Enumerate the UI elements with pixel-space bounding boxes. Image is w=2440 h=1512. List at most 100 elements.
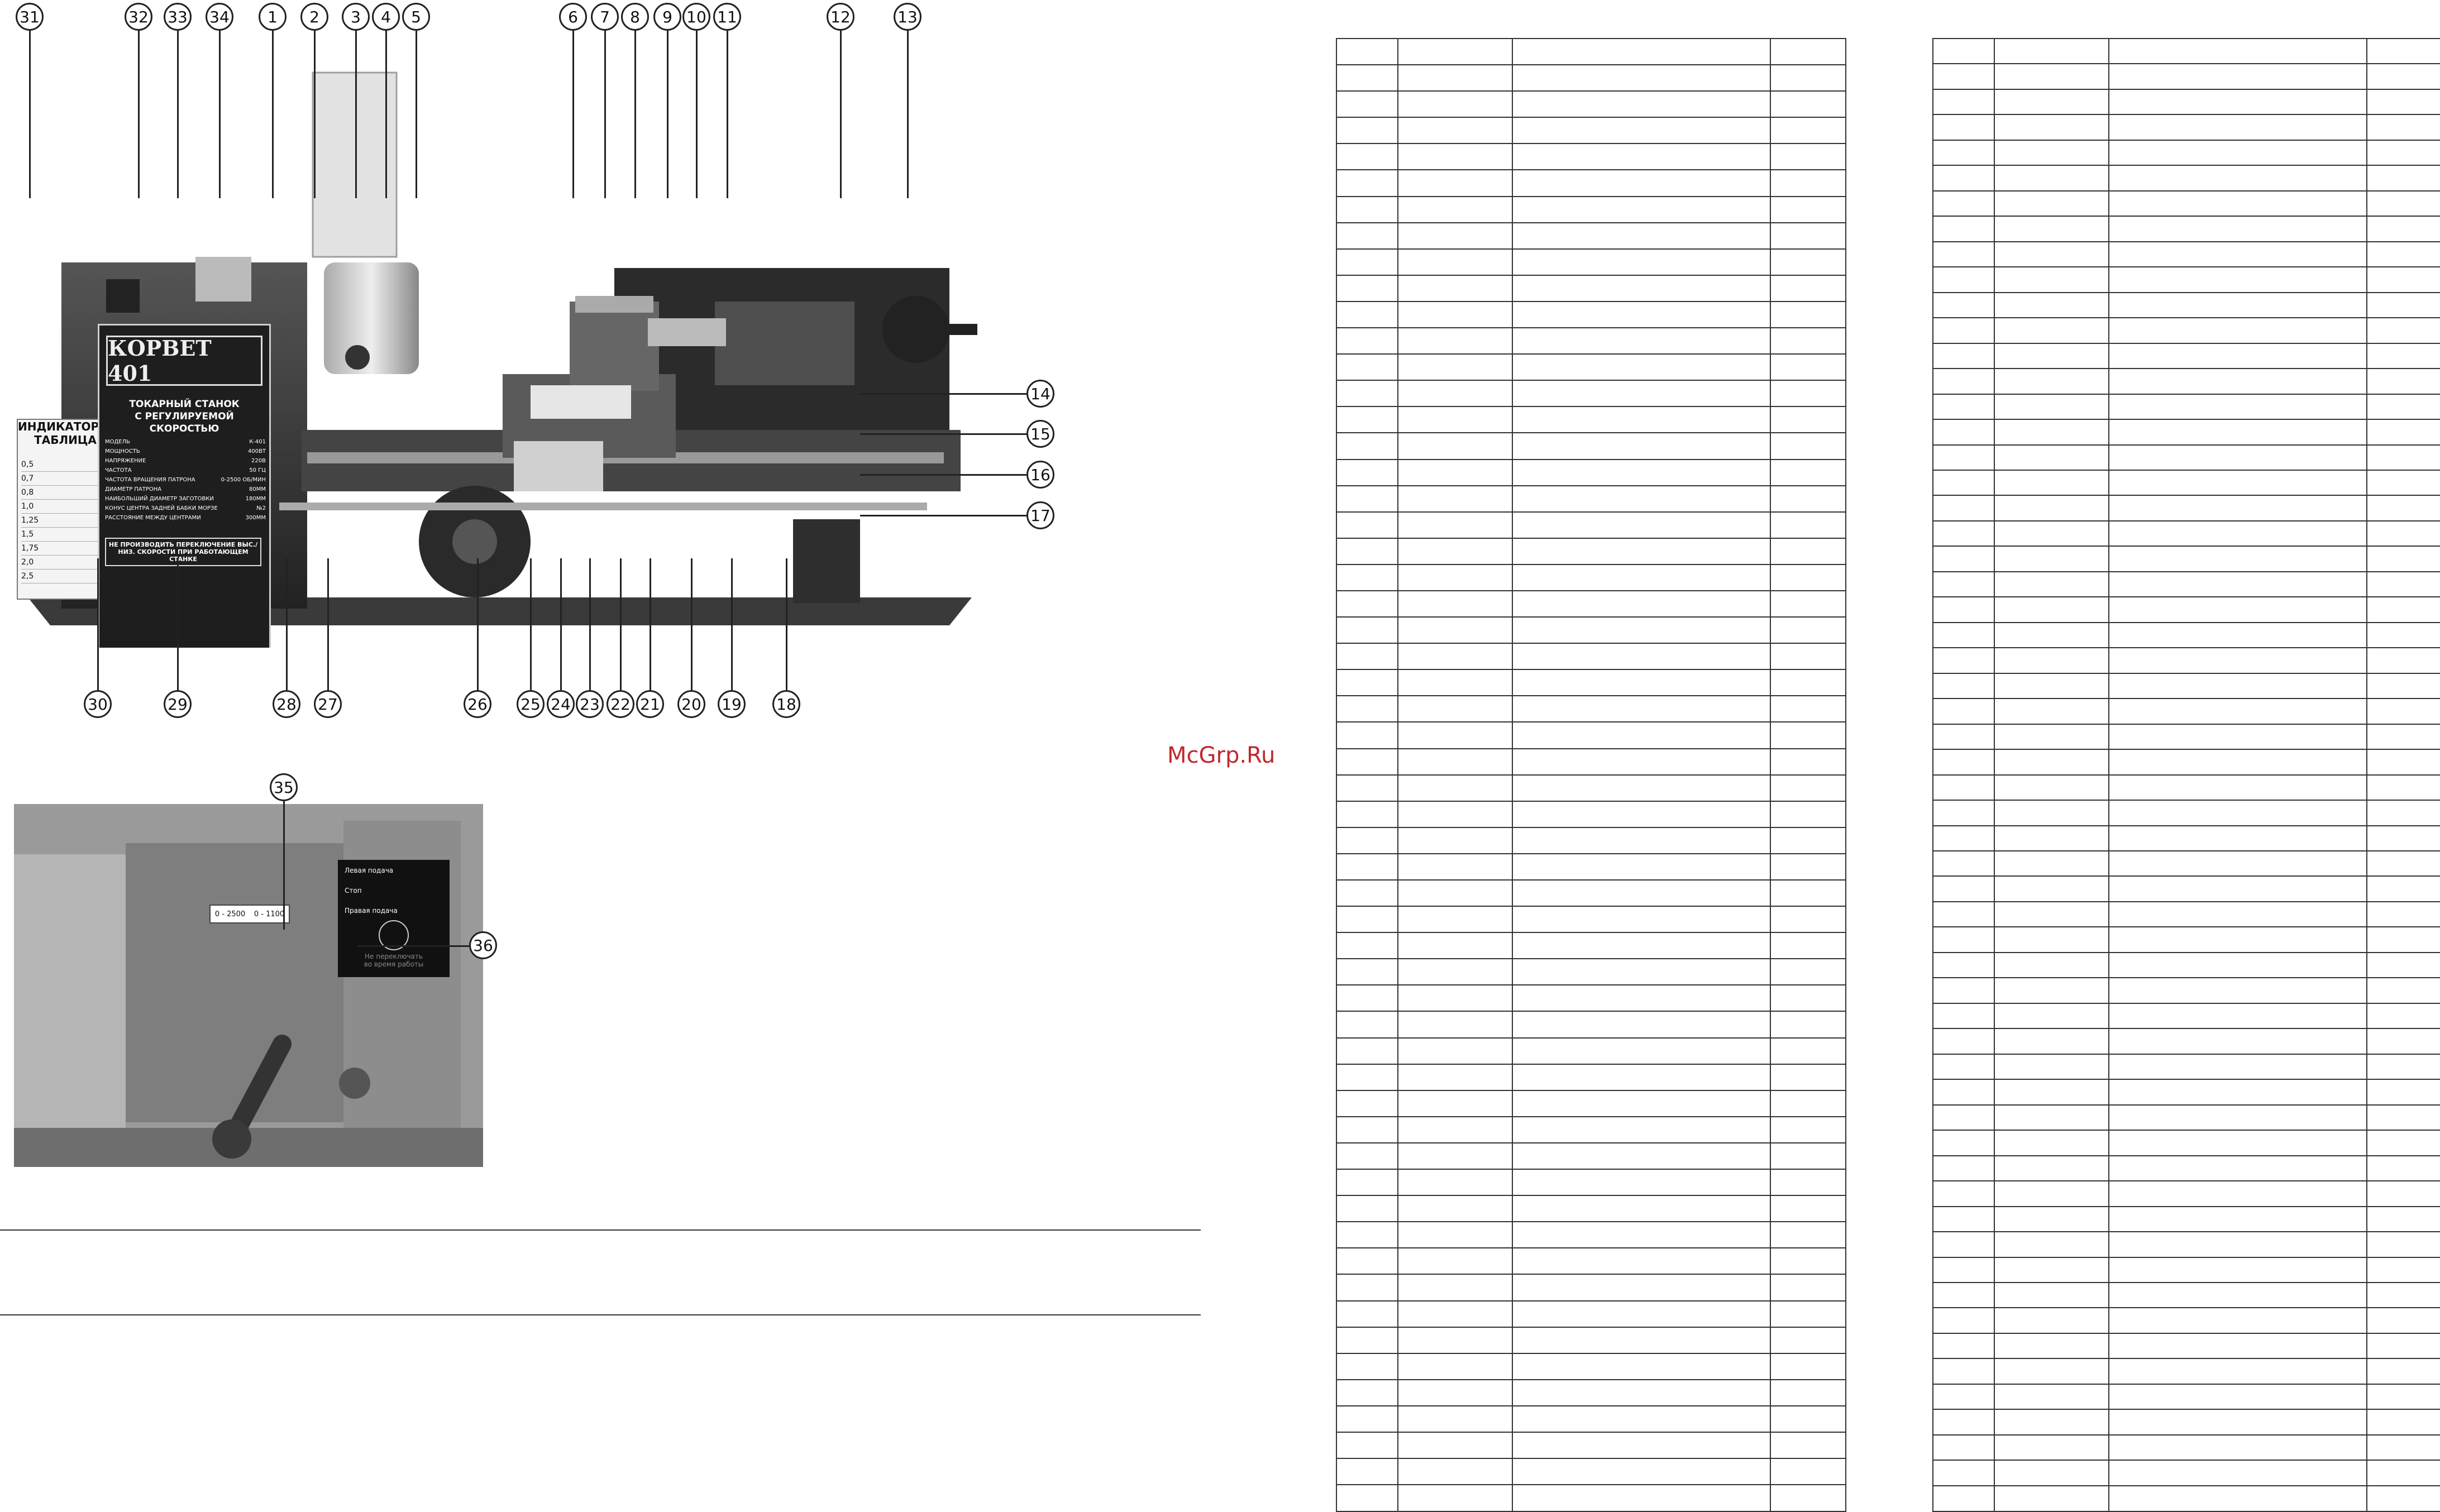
table-cell xyxy=(1512,1484,1771,1512)
table-cell xyxy=(1512,143,1771,171)
callout-bottom-label: 29 xyxy=(168,695,188,714)
table-cell xyxy=(1994,1332,2109,1360)
plate-title: ТОКАРНЫЙ СТАНОК С РЕГУЛИРУЕМОЙ СКОРОСТЬЮ xyxy=(99,398,269,435)
callout-top-label: 32 xyxy=(128,7,149,26)
table-cell xyxy=(1512,485,1771,513)
table-cell xyxy=(2108,317,2367,344)
callout-right: 15 xyxy=(1026,420,1054,448)
callout-bottom-label: 27 xyxy=(318,695,338,714)
callout-35: 35 xyxy=(270,773,298,801)
table-cell xyxy=(1994,165,2109,192)
plate-title-line1: ТОКАРНЫЙ СТАНОК xyxy=(129,399,240,410)
table-row xyxy=(1336,563,1846,591)
table-cell xyxy=(1512,37,1771,66)
table-cell xyxy=(1397,327,1513,355)
table-cell xyxy=(2108,419,2367,446)
table-cell xyxy=(2108,800,2367,826)
table-row xyxy=(1932,1231,2440,1258)
table-cell xyxy=(1336,274,1398,302)
table-cell xyxy=(1397,721,1513,749)
table-cell xyxy=(2108,1079,2367,1106)
table-cell xyxy=(2366,1409,2440,1436)
callout-top: 11 xyxy=(713,3,741,31)
indicator-title-line2: ТАБЛИЦА xyxy=(34,433,97,447)
table-cell xyxy=(1994,1053,2109,1080)
table-cell xyxy=(2366,621,2440,649)
callout-bottom-label: 18 xyxy=(776,695,796,714)
table-row xyxy=(1336,1116,1846,1143)
table-cell xyxy=(1932,723,1995,750)
callout-top: 32 xyxy=(125,3,152,31)
callout-leader xyxy=(327,558,329,690)
table-cell xyxy=(2366,926,2440,953)
table-cell xyxy=(1512,1011,1771,1039)
table-row xyxy=(1932,647,2440,674)
table-cell xyxy=(1932,520,1995,547)
callout-leader xyxy=(667,31,669,198)
callout-leader xyxy=(416,31,417,198)
table-cell xyxy=(1397,1352,1513,1380)
table-cell xyxy=(1512,721,1771,749)
table-row xyxy=(1932,621,2440,649)
table-cell xyxy=(2108,520,2367,547)
table-cell xyxy=(1994,63,2109,90)
callout-36-label: 36 xyxy=(473,936,493,955)
table-cell xyxy=(1994,216,2109,242)
table-row xyxy=(1336,826,1846,854)
callout-leader xyxy=(634,31,636,198)
callout-top: 13 xyxy=(894,3,921,31)
table-cell xyxy=(2108,1485,2367,1512)
table-cell xyxy=(1336,117,1398,145)
table-cell xyxy=(1397,695,1513,723)
table-row xyxy=(1932,190,2440,217)
feed-right-label: Правая подача xyxy=(345,907,398,915)
table-cell xyxy=(1770,37,1846,66)
table-cell xyxy=(1512,932,1771,960)
table-cell xyxy=(2366,88,2440,116)
table-cell xyxy=(1994,800,2109,826)
table-row xyxy=(1336,1379,1846,1406)
table-cell xyxy=(1336,958,1398,986)
table-cell xyxy=(1336,906,1398,934)
table-cell xyxy=(1994,139,2109,166)
callout-top-label: 13 xyxy=(897,7,918,26)
table-row xyxy=(1932,596,2440,623)
table-cell xyxy=(1770,64,1846,92)
table-cell xyxy=(1770,906,1846,934)
table-cell xyxy=(1512,300,1771,329)
table-cell xyxy=(1932,1281,1995,1309)
table-cell xyxy=(1994,901,2109,928)
table-cell xyxy=(1932,1307,1995,1334)
table-row xyxy=(1336,1011,1846,1039)
table-row xyxy=(1336,906,1846,934)
table-cell xyxy=(1512,432,1771,460)
callout-top: 4 xyxy=(372,3,400,31)
table-row xyxy=(1336,300,1846,329)
table-row xyxy=(1932,749,2440,776)
table-row xyxy=(1336,721,1846,749)
callout-top: 5 xyxy=(402,3,430,31)
table-cell xyxy=(1336,1431,1398,1460)
table-cell xyxy=(1932,1256,1995,1283)
callout-top-label: 2 xyxy=(309,7,319,26)
table-cell xyxy=(2108,1256,2367,1283)
spec-label: МОЩНОСТЬ xyxy=(105,448,140,454)
table-cell xyxy=(1932,596,1995,623)
table-cell xyxy=(1770,300,1846,329)
table-cell xyxy=(1397,248,1513,276)
table-cell xyxy=(1994,1358,2109,1385)
table-cell xyxy=(1932,1079,1995,1106)
table-cell xyxy=(2108,241,2367,268)
callout-leader xyxy=(286,558,288,690)
table-cell xyxy=(1512,1431,1771,1460)
table-cell xyxy=(1397,1221,1513,1249)
table-cell xyxy=(2366,1231,2440,1258)
caption-box xyxy=(0,1229,1201,1315)
table-cell xyxy=(2108,672,2367,700)
table-cell xyxy=(1932,926,1995,953)
table-row xyxy=(1336,800,1846,828)
callout-bottom: 27 xyxy=(314,690,342,718)
spec-label: РАССТОЯНИЕ МЕЖДУ ЦЕНТРАМИ xyxy=(105,515,201,521)
